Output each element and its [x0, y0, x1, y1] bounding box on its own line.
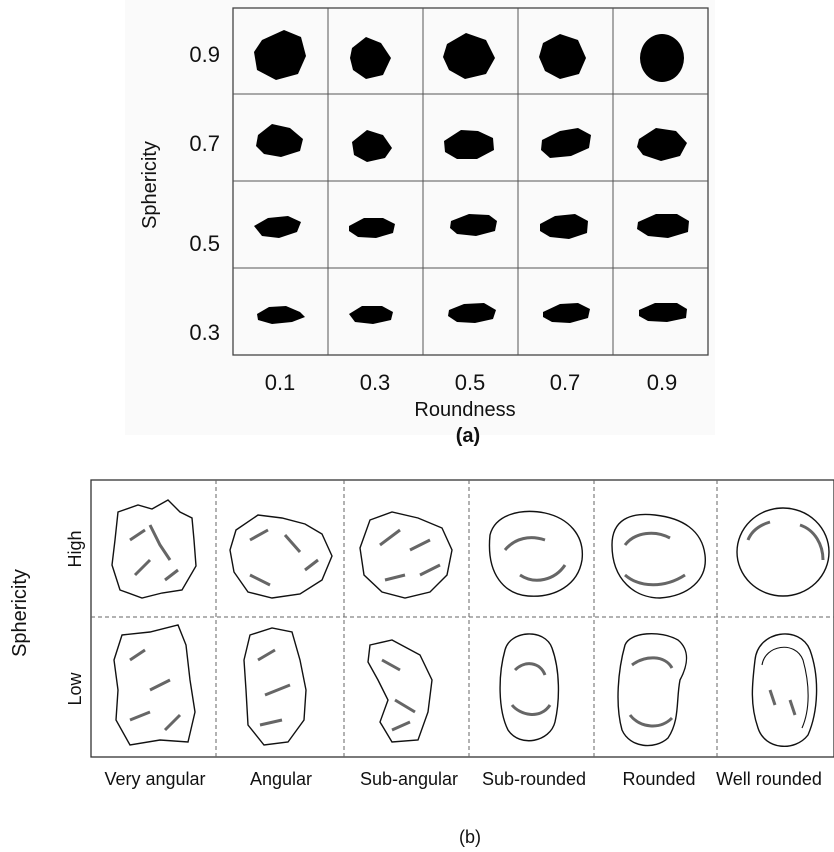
- grain-low-very-angular: [114, 625, 195, 745]
- grain-high-sub-rounded: [489, 511, 582, 596]
- grain-high-angular: [230, 515, 332, 598]
- grain-low-sub-rounded: [500, 634, 558, 741]
- panel-b-y-axis-title: Sphericity: [10, 563, 30, 663]
- grain-high-rounded: [612, 514, 705, 598]
- column-label-very-angular: Very angular: [90, 768, 220, 791]
- grain-low-rounded: [618, 634, 686, 746]
- column-label-angular: Angular: [216, 768, 346, 791]
- panel-b-caption: (b): [440, 828, 500, 846]
- grain-low-well-rounded: [752, 634, 816, 746]
- grain-high-very-angular: [112, 500, 196, 598]
- column-label-well-rounded: Well rounded: [704, 768, 834, 791]
- grain-high-sub-angular: [360, 512, 452, 598]
- grain-high-well-rounded: [737, 508, 829, 596]
- grain-low-sub-angular: [368, 640, 432, 742]
- column-label-sub-angular: Sub-angular: [344, 768, 474, 791]
- row-label-high: High: [66, 519, 84, 579]
- grain-low-angular: [244, 628, 306, 745]
- column-label-sub-rounded: Sub-rounded: [469, 768, 599, 791]
- panel-b-frame: [91, 480, 834, 757]
- row-label-low: Low: [66, 659, 84, 719]
